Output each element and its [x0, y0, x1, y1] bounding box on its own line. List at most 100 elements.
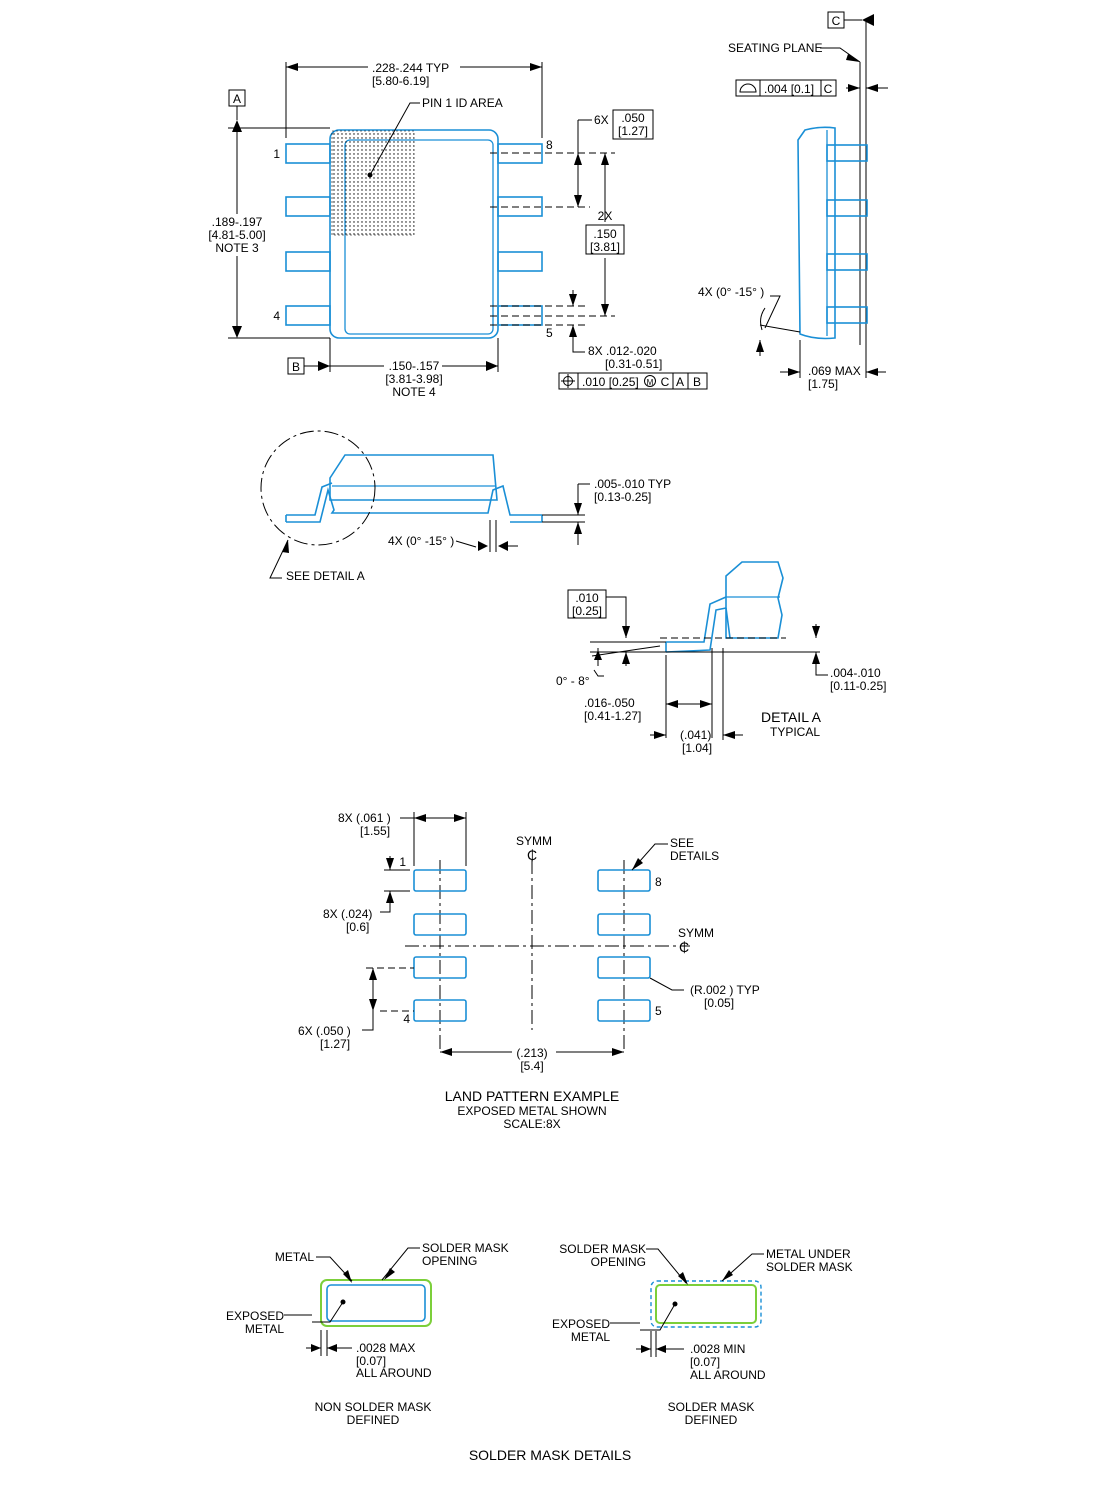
- flatness-tolerance-value: .004 [0.1]: [764, 82, 814, 96]
- smd-metal-under-mask: [650, 1280, 762, 1328]
- solder-mask-details: EXPOSED METAL METAL SOLDER MASK OPENING …: [226, 1241, 853, 1463]
- land-pitch: 6X (.050 ): [298, 1024, 351, 1038]
- lead-thickness-dimension-mm: [0.13-0.25]: [594, 490, 651, 504]
- datum-b-label: B: [292, 360, 300, 374]
- land-pitch-mm: [1.27]: [320, 1037, 350, 1051]
- nsmd-exposed-label: EXPOSED: [226, 1309, 284, 1323]
- solder-mask-details-title: SOLDER MASK DETAILS: [469, 1447, 631, 1463]
- nsmd-detail: EXPOSED METAL METAL SOLDER MASK OPENING …: [226, 1241, 509, 1427]
- pin-8-number: 8: [546, 138, 553, 152]
- pin1-id-area: [331, 130, 415, 236]
- land-pattern-scale: SCALE:8X: [503, 1117, 560, 1131]
- svg-text:M: M: [647, 378, 654, 387]
- length-dimension-mm: [4.81-5.00]: [208, 228, 265, 242]
- front-angle-label: 4X (0° -15° ): [388, 534, 454, 548]
- side-body: [797, 126, 836, 340]
- gauge-plane-dimension-mm: [0.25]: [572, 604, 602, 618]
- lead-thickness-dimension: .005-.010 TYP: [594, 477, 671, 491]
- datum-c-label: C: [832, 14, 841, 28]
- row-span-dimension-mm: [5.4]: [520, 1059, 543, 1073]
- span-dimension: .150: [593, 227, 617, 241]
- land-pattern-subtitle: EXPOSED METAL SHOWN: [457, 1104, 606, 1118]
- land-pad-width-mm: [0.6]: [346, 920, 369, 934]
- land-pattern-title: LAND PATTERN EXAMPLE: [445, 1088, 620, 1104]
- body-width-dimension-mm: [3.81-3.98]: [385, 372, 442, 386]
- lead-width-dimension-mm: [0.31-0.51]: [605, 357, 662, 371]
- front-view: SEE DETAIL A 4X (0° -15° ) .005-.010 TYP…: [260, 430, 671, 583]
- see-details-label: SEE: [670, 836, 694, 850]
- smd-clearance-mm: [0.07]: [690, 1355, 720, 1369]
- detail-a-subtitle: TYPICAL: [770, 725, 820, 739]
- lead-2: [285, 196, 331, 217]
- datum-a-arrow: [232, 120, 242, 132]
- flatness-datum: C: [824, 82, 833, 96]
- lead-width-dimension: 8X .012-.020: [588, 344, 657, 358]
- smd-metal-under-label: METAL UNDER: [766, 1247, 851, 1261]
- side-view: C SEATING PLANE .004 [0.1] C 4X: [698, 11, 888, 391]
- pin-1-number: 1: [273, 147, 280, 161]
- side-angle-label: 4X (0° -15° ): [698, 285, 764, 299]
- foot-length-dimension: .016-.050: [584, 696, 635, 710]
- nsmd-all-around: ALL AROUND: [356, 1366, 432, 1380]
- top-view: A 1 4 8 5 .228-.244 TYP [5.80-6.19] PIN …: [208, 61, 708, 399]
- land-pad-2: [413, 913, 467, 936]
- front-body: [329, 454, 498, 501]
- length-note: NOTE 3: [215, 241, 259, 255]
- lead-6: [497, 251, 543, 272]
- smd-mask-opening: [655, 1284, 757, 1324]
- land-pin-1: 1: [399, 855, 406, 869]
- nsmd-opening-label: SOLDER MASK: [422, 1241, 509, 1255]
- foot-reference-dimension: (.041): [680, 728, 711, 742]
- land-pad-1: [413, 869, 467, 892]
- smd-exposed-label: EXPOSED: [552, 1317, 610, 1331]
- height-dimension: .069 MAX: [808, 364, 861, 378]
- land-pad-7: [597, 913, 651, 936]
- smd-detail: EXPOSED METAL SOLDER MASK OPENING METAL …: [552, 1242, 853, 1427]
- foot-length-dimension-mm: [0.41-1.27]: [584, 709, 641, 723]
- position-datum-a: A: [676, 375, 684, 389]
- pitch-dimension-mm: [1.27]: [618, 124, 648, 138]
- lead-7: [497, 196, 543, 217]
- nsmd-mask-opening: [320, 1279, 432, 1327]
- width-dimension-mm: [5.80-6.19]: [372, 74, 429, 88]
- smd-opening-label-2: OPENING: [591, 1255, 646, 1269]
- height-dimension-mm: [1.75]: [808, 377, 838, 391]
- position-datum-c: C: [661, 375, 670, 389]
- land-pattern-view: 1 4 8 5 8X (.061 ) [1.55] 8X (.024) [0.6…: [298, 811, 760, 1131]
- nsmd-exposed-label-2: METAL: [245, 1322, 284, 1336]
- land-pad-length-mm: [1.55]: [360, 824, 390, 838]
- smd-name-2: DEFINED: [685, 1413, 738, 1427]
- land-pin-5: 5: [655, 1004, 662, 1018]
- detail-a-title: DETAIL A: [761, 709, 822, 725]
- symm-label-vertical: SYMM: [516, 834, 552, 848]
- centerline-glyph-vertical: ₵: [527, 847, 537, 863]
- foot-angle-label: 0° - 8°: [556, 674, 590, 688]
- position-tolerance-value: .010 [0.25]: [582, 375, 639, 389]
- span-dimension-mm: [3.81]: [590, 240, 620, 254]
- width-dimension: .228-.244 TYP: [372, 61, 449, 75]
- nsmd-name: NON SOLDER MASK: [315, 1400, 432, 1414]
- smd-metal-under-label-2: SOLDER MASK: [766, 1260, 853, 1274]
- smd-name: SOLDER MASK: [668, 1400, 755, 1414]
- pitch-dimension: .050: [621, 111, 645, 125]
- see-details-label-2: DETAILS: [670, 849, 719, 863]
- position-tolerance-frame: .010 [0.25] M C A B: [558, 372, 708, 390]
- detail-a-callout-circle: [260, 430, 376, 546]
- standoff-dimension: .004-.010: [830, 666, 881, 680]
- lead-1: [285, 143, 331, 164]
- centerline-glyph-horizontal: ₵: [679, 939, 689, 955]
- lead-4: [285, 305, 331, 326]
- nsmd-clearance: .0028 MAX: [356, 1341, 415, 1355]
- row-span-dimension: (.213): [516, 1046, 547, 1060]
- detail-a-view: .010 [0.25] 0° - 8° .004-.010 [0.11-0.25…: [556, 561, 886, 755]
- flatness-tolerance-frame: .004 [0.1] C: [735, 79, 837, 97]
- package-body-inner: [344, 139, 494, 335]
- land-pad-length: 8X (.061 ): [338, 811, 391, 825]
- datum-a-label: A: [233, 92, 241, 106]
- nsmd-metal: [326, 1284, 426, 1322]
- smd-clearance: .0028 MIN: [690, 1342, 745, 1356]
- pitch-count: 6X: [594, 113, 609, 127]
- symm-label-horizontal: SYMM: [678, 926, 714, 940]
- gauge-plane-dimension: .010: [575, 591, 599, 605]
